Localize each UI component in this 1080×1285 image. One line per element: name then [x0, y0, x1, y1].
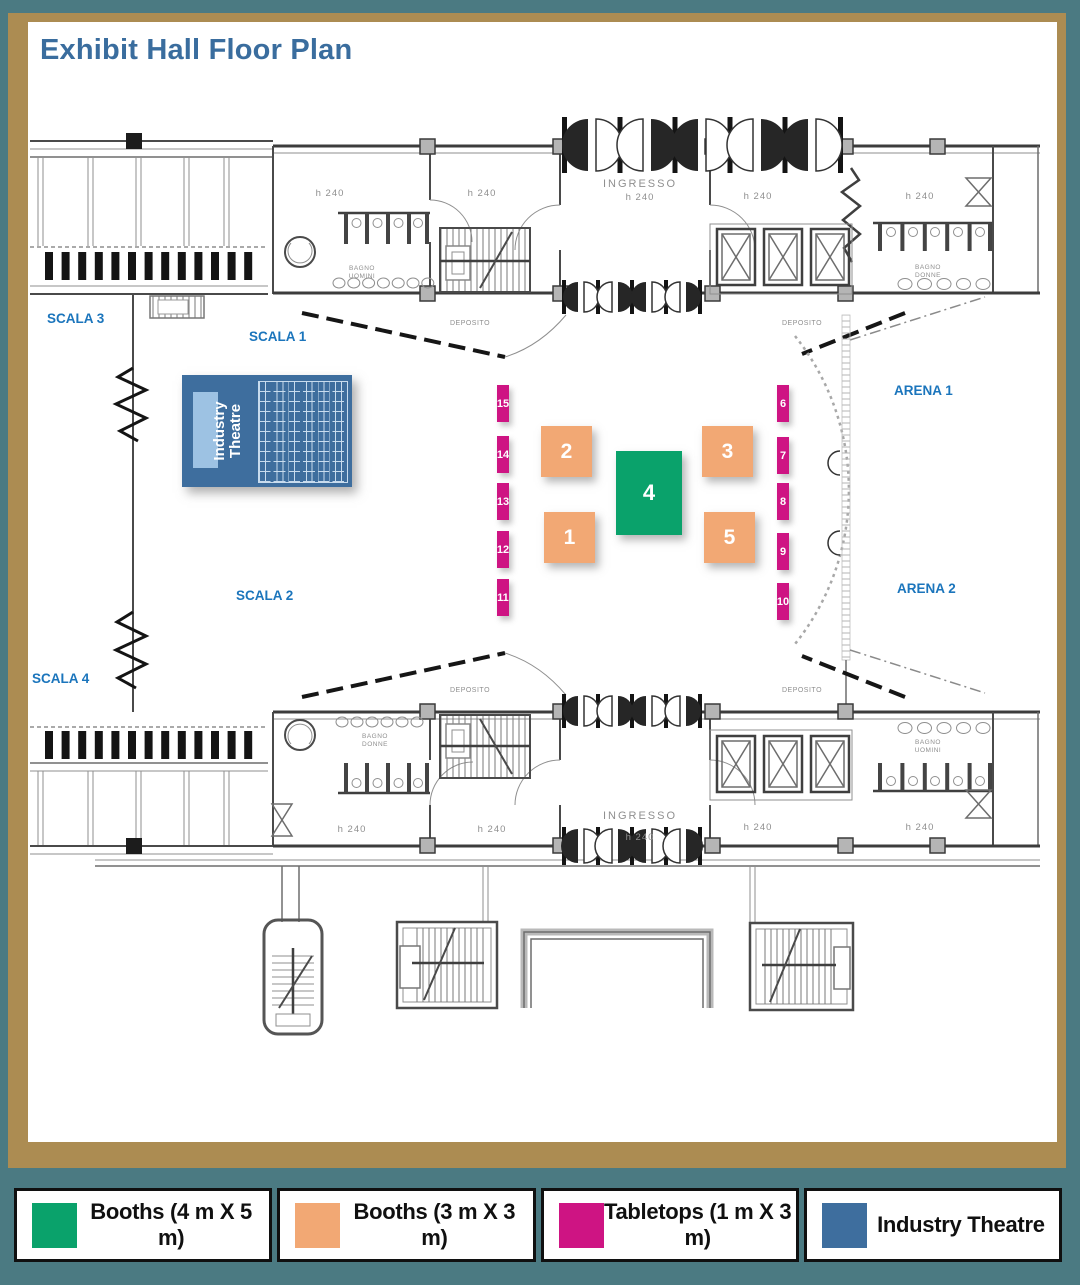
booth-2[interactable]: 2 — [541, 426, 592, 477]
tabletop-11[interactable]: 11 — [497, 579, 509, 616]
label-scala-4: SCALA 4 — [32, 671, 90, 686]
legend-label: Booths (3 m X 3 m) — [353, 1199, 516, 1250]
legend-item-industry-theatre: Industry Theatre — [803, 1188, 1062, 1262]
legend-label: Tabletops (1 m X 3 m) — [603, 1199, 792, 1250]
tabletop-13[interactable]: 13 — [497, 483, 509, 520]
deposito-label: DEPOSITO — [450, 320, 490, 327]
tabletop-6[interactable]: 6 — [777, 385, 789, 422]
deposito-label: DEPOSITO — [782, 320, 822, 327]
legend: Booths (4 m X 5 m) Booths (3 m X 3 m) Ta… — [14, 1188, 1062, 1262]
ingresso-label-top: INGRESSO — [603, 178, 677, 190]
booth-1[interactable]: 1 — [544, 512, 595, 563]
label-arena-2: ARENA 2 — [897, 581, 956, 596]
legend-swatch-blue — [821, 1202, 867, 1248]
industry-theatre-area[interactable]: Industry Theatre — [182, 375, 352, 487]
ingresso-height-bottom: h 240 — [626, 832, 655, 843]
deposito-label: DEPOSITO — [782, 687, 822, 694]
tabletop-10[interactable]: 10 — [777, 583, 789, 620]
donne-label: DONNE — [362, 741, 388, 748]
label-scala-2: SCALA 2 — [236, 588, 294, 603]
bagno-label: BAGNO — [349, 265, 375, 272]
ingresso-height-top: h 240 — [626, 192, 655, 203]
label-scala-3: SCALA 3 — [47, 311, 105, 326]
room-label: h 240 — [316, 188, 345, 199]
floor-plan-drawing: h 240 h 240 h 240 h 240 INGRESSO h 240 B… — [30, 117, 1040, 1036]
booth-5[interactable]: 5 — [704, 512, 755, 563]
donne-label: DONNE — [915, 272, 941, 279]
theatre-screen — [193, 392, 218, 468]
uomini-label: UOMINI — [349, 273, 375, 280]
bagno-label: BAGNO — [362, 733, 388, 740]
tabletop-7[interactable]: 7 — [777, 437, 789, 474]
label-arena-1: ARENA 1 — [894, 383, 953, 398]
legend-item-booths-large: Booths (4 m X 5 m) — [14, 1188, 273, 1262]
legend-swatch-orange — [295, 1202, 341, 1248]
tabletop-14[interactable]: 14 — [497, 436, 509, 473]
room-label: h 240 — [906, 822, 935, 833]
booth-3[interactable]: 3 — [702, 426, 753, 477]
tabletop-8[interactable]: 8 — [777, 483, 789, 520]
bagno-label: BAGNO — [915, 739, 941, 746]
ingresso-label-bottom: INGRESSO — [603, 810, 677, 822]
room-label: h 240 — [478, 824, 507, 835]
theatre-seats-grid — [258, 381, 348, 483]
uomini-label: UOMINI — [915, 747, 941, 754]
legend-item-tabletops: Tabletops (1 m X 3 m) — [540, 1188, 799, 1262]
label-scala-1: SCALA 1 — [249, 329, 307, 344]
room-label: h 240 — [744, 822, 773, 833]
legend-swatch-green — [32, 1202, 77, 1248]
room-label: h 240 — [468, 188, 497, 199]
legend-swatch-magenta — [558, 1202, 604, 1248]
room-label: h 240 — [906, 191, 935, 202]
legend-label: Industry Theatre — [877, 1212, 1045, 1237]
tabletop-15[interactable]: 15 — [497, 385, 509, 422]
booth-4[interactable]: 4 — [616, 451, 682, 535]
bagno-label: BAGNO — [915, 264, 941, 271]
room-label: h 240 — [338, 824, 367, 835]
legend-label: Booths (4 m X 5 m) — [90, 1199, 252, 1250]
tabletop-9[interactable]: 9 — [777, 533, 789, 570]
legend-item-booths-small: Booths (3 m X 3 m) — [277, 1188, 536, 1262]
tabletop-12[interactable]: 12 — [497, 531, 509, 568]
deposito-label: DEPOSITO — [450, 687, 490, 694]
page-title: Exhibit Hall Floor Plan — [40, 34, 353, 66]
room-label: h 240 — [744, 191, 773, 202]
